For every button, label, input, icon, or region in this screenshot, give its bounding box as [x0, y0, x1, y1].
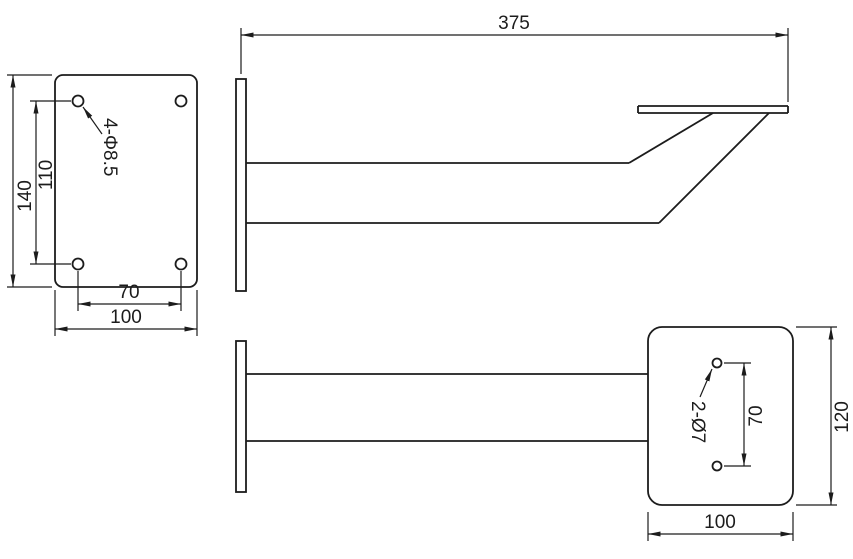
- dim-label-100-front: 100: [110, 307, 142, 328]
- dim-label-70-front: 70: [118, 282, 139, 303]
- front-hole-bottom-left: [71, 257, 85, 271]
- front-hole-bottom-right: [174, 257, 188, 271]
- top-hole-callout: 2-Ø7: [687, 401, 708, 443]
- front-hole-top-right: [174, 94, 188, 108]
- top-hole-lower: [711, 460, 723, 472]
- dim-label-70-top: 70: [746, 405, 767, 426]
- side-mount-plate-edge: [235, 78, 247, 292]
- side-angle-top-line: [628, 112, 714, 164]
- front-hole-leader-line: [82, 106, 103, 135]
- top-hole-leader-line: [699, 368, 713, 398]
- top-view: 2-Ø7 70 120 100: [235, 326, 853, 541]
- front-hole-top-left: [71, 94, 85, 108]
- dim-label-120: 120: [832, 401, 853, 433]
- side-angle-bottom-line: [658, 112, 770, 224]
- front-hole-callout: 4-Φ8.5: [99, 118, 120, 176]
- dim-label-110: 110: [36, 160, 57, 190]
- top-shelf-plate-outline: [647, 326, 794, 506]
- front-plate-outline: [54, 74, 198, 288]
- top-hole-upper: [711, 357, 723, 369]
- dim-label-375: 375: [498, 13, 530, 34]
- dim-label-140: 140: [15, 180, 36, 212]
- side-view: 375: [235, 13, 789, 292]
- top-mount-plate-edge: [235, 340, 247, 493]
- dim-label-100-top: 100: [704, 512, 736, 533]
- front-view: 4-Φ8.5 140 110 70 100: [7, 74, 198, 336]
